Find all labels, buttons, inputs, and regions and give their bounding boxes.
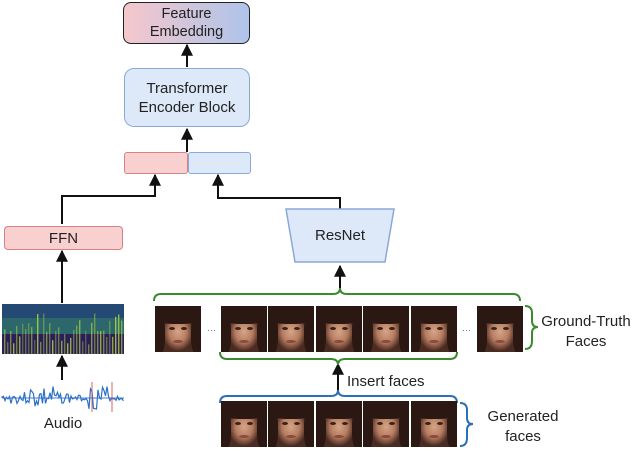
face-thumbnail-icon bbox=[268, 306, 314, 352]
arrow-resnet-to-visual-token bbox=[212, 173, 341, 209]
gt-bracket-right bbox=[524, 305, 539, 350]
ellipsis-right: ··· bbox=[462, 325, 471, 335]
face-thumbnail-icon bbox=[316, 306, 362, 352]
ellipsis-left: ··· bbox=[207, 325, 216, 335]
waveform-icon bbox=[1, 382, 124, 412]
transformer-encoder-label: Transformer Encoder Block bbox=[138, 79, 236, 116]
resnet-label: ResNet bbox=[314, 227, 366, 244]
spectrogram-icon bbox=[2, 304, 124, 354]
face-thumbnail-icon bbox=[155, 306, 201, 352]
insert-faces-label: Insert faces bbox=[347, 373, 425, 390]
feature-embedding-label: Feature Embedding bbox=[149, 6, 224, 40]
gen-bracket-top bbox=[219, 389, 458, 404]
face-thumbnail-icon bbox=[221, 306, 267, 352]
arrow-ffn-to-audio-token bbox=[61, 173, 161, 224]
face-thumbnail-icon bbox=[411, 401, 457, 447]
face-thumbnail-icon bbox=[477, 306, 523, 352]
visual-token bbox=[188, 152, 251, 174]
face-thumbnail-icon bbox=[268, 401, 314, 447]
gen-bracket-right bbox=[459, 402, 474, 447]
face-thumbnail-icon bbox=[363, 306, 409, 352]
gt-bracket-bottom bbox=[219, 351, 458, 366]
resnet-shape bbox=[285, 208, 395, 263]
audio-label: Audio bbox=[43, 415, 83, 432]
face-thumbnail-icon bbox=[411, 306, 457, 352]
face-thumbnail-icon bbox=[316, 401, 362, 447]
transformer-encoder-node: Transformer Encoder Block bbox=[124, 68, 250, 127]
feature-embedding-node: Feature Embedding bbox=[123, 2, 250, 44]
audio-token bbox=[124, 152, 188, 174]
ffn-label: FFN bbox=[48, 229, 79, 247]
ground-truth-faces-label: Ground-Truth Faces bbox=[541, 313, 631, 350]
ffn-node: FFN bbox=[4, 226, 123, 250]
gt-bracket-top bbox=[153, 287, 521, 302]
generated-faces-label: Generated faces bbox=[487, 408, 559, 445]
face-thumbnail-icon bbox=[221, 401, 267, 447]
face-thumbnail-icon bbox=[363, 401, 409, 447]
